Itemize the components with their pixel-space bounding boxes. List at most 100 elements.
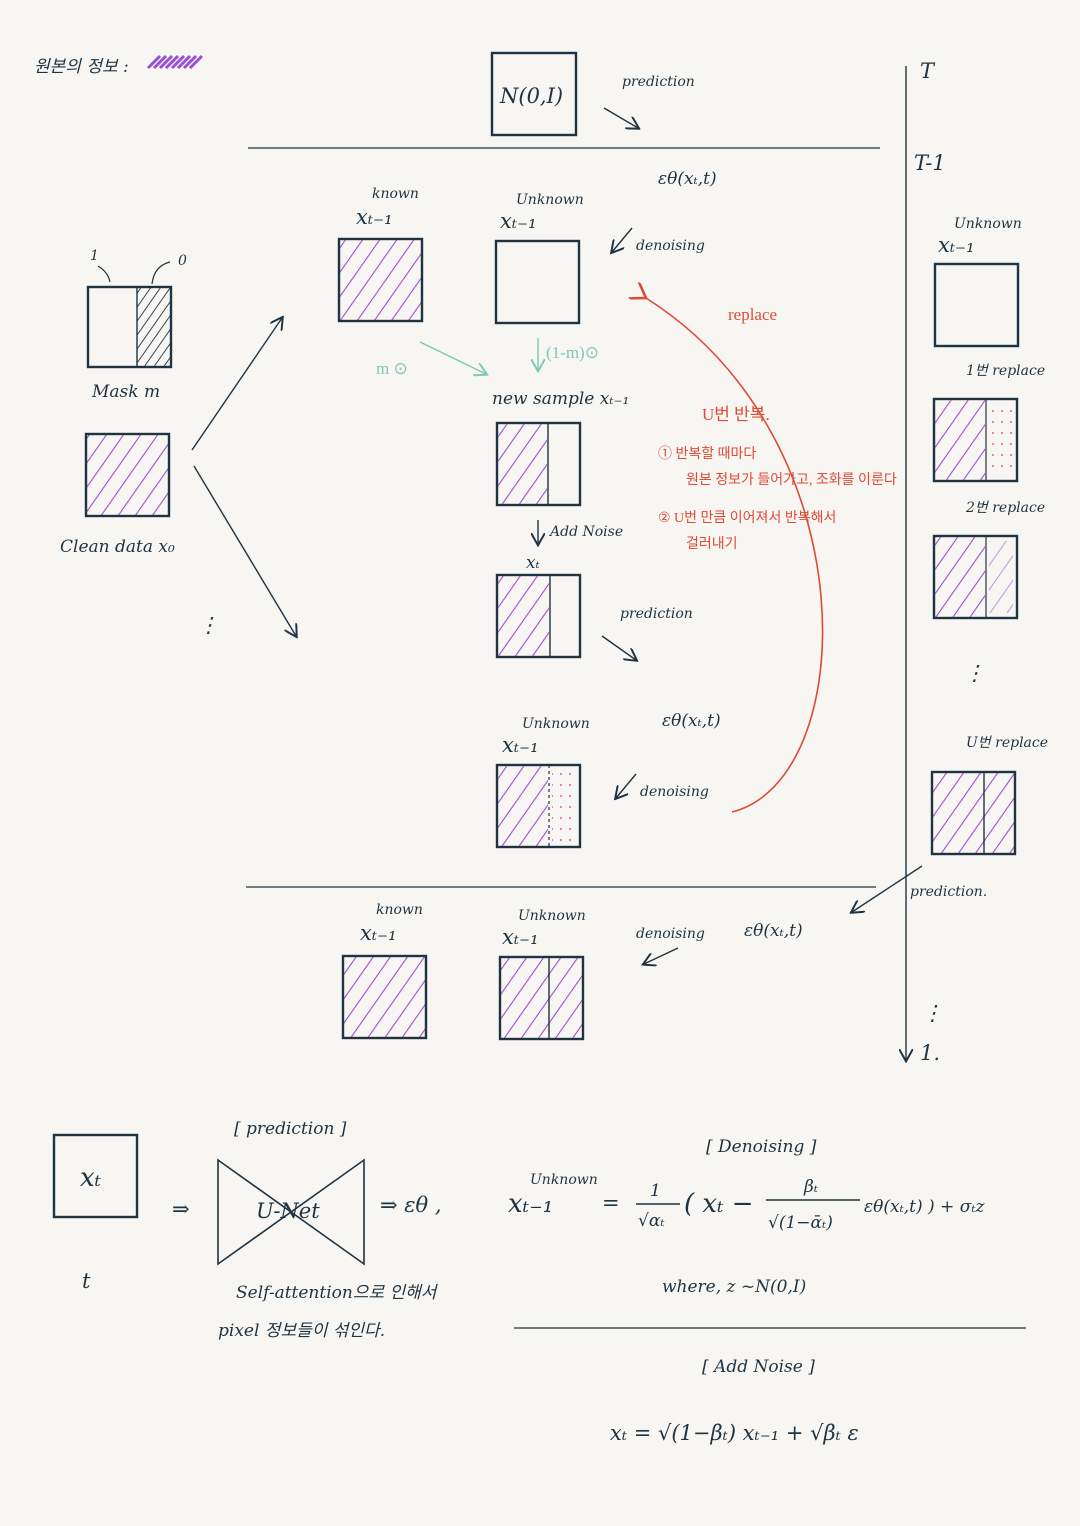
right-x-label: xₜ₋₁ [938,233,975,257]
repeat-note-1: ① 반복할 때마다 [658,446,756,462]
formula-frac-num: 1 [650,1181,661,1201]
prediction-bracket-label: [ prediction ] [234,1119,347,1139]
formula-t-label: t [82,1269,91,1293]
bottom-known-label: known [376,902,423,918]
mask-box [86,285,173,369]
denoised-noise-dots [552,770,576,842]
mask-one-label: 1 [90,248,99,264]
new-sample-hatch [498,424,547,504]
known-label: known [372,186,419,202]
unknown-x-label: xₜ₋₁ [500,209,537,233]
formula-eps-tail: εθ(xₜ,t) ) + σₜz [864,1197,986,1217]
formula-lhs: xₜ₋₁ [508,1189,553,1219]
m-op-arrow [419,341,486,374]
formula-frac-den: √αₜ [638,1211,665,1231]
timeline-dots: ⋮ [922,1001,943,1025]
mask-zero-pointer [151,261,171,285]
formula-arrow-2: ⇒ εθ , [380,1193,442,1217]
noise-box-label: N(0,I) [499,84,563,108]
new-sample-label: new sample xₜ₋₁ [492,389,629,409]
bottom-result-box [498,955,585,1041]
mask-zero-label: 0 [178,253,187,269]
mask-hatch [137,288,170,366]
denoising-arrow-1 [612,227,633,252]
bottom-unknown-x: xₜ₋₁ [502,925,539,949]
replace-u-label: U번 replace [966,735,1048,751]
add-noise-bracket-label: [ Add Noise ] [702,1357,815,1377]
formula-where: where, z ~N(0,I) [662,1277,806,1297]
formula-xt-box [52,1133,139,1219]
branch-arrow-up [191,318,282,451]
add-noise-label: Add Noise [548,524,623,540]
bottom-denoising-arrow [644,947,679,964]
replace-1-hatch [935,400,985,480]
denoising-label-2: denoising [640,784,709,800]
add-noise-equation: xₜ = √(1−βₜ) xₜ₋₁ + √βₜ ε [610,1421,859,1445]
self-attention-note-2: pixel 정보들이 섞인다. [218,1321,385,1341]
clean-data-label: Clean data x₀ [60,537,175,557]
new-sample-box [495,421,582,507]
denoised-hatch [498,766,548,846]
formula-inner-x: ( xₜ − [684,1189,754,1219]
denoising-arrow-2 [616,773,637,798]
replace-2-label: 2번 replace [965,500,1045,516]
time-1: 1. [920,1041,940,1065]
right-unknown-label: Unknown [954,216,1022,232]
repeat-note-2: 원본 정보가 들어가고, 조화를 이룬다 [686,472,897,488]
m-op-label: m ⊙ [376,359,408,378]
left-dots: ⋮ [198,613,219,637]
final-prediction-arrow [852,865,923,912]
mid-prediction-label: prediction [620,606,693,622]
known-box [337,237,424,323]
final-prediction-label: prediction. [910,884,987,900]
x-t-box [495,573,582,659]
denoising-label-1: denoising [636,238,705,254]
right-dots: ⋮ [964,661,985,685]
repeat-title: U번 반복. [702,405,770,424]
x-t-hatch [498,576,549,656]
formula-beta-den: √(1−ᾱₜ) [768,1213,833,1233]
mid-prediction-arrow [601,635,636,660]
time-T-minus-1: T-1 [914,151,946,175]
top-prediction-label: prediction [622,74,695,90]
bottom-denoising-label: denoising [636,926,705,942]
x-t-label: xₜ [526,553,541,573]
unet-label: U-Net [256,1199,320,1223]
self-attention-note-1: Self-attention으로 인해서 [236,1283,439,1303]
unet-shape [217,1158,365,1266]
bottom-unknown-label: Unknown [518,908,586,924]
legend-label: 원본의 정보 : [34,57,129,77]
noise-box [490,51,578,137]
unknown-box [494,239,581,325]
one-minus-m-label: (1-m)⊙ [546,343,599,362]
replace-2-box [932,534,1019,620]
denoising-bracket-label: [ Denoising ] [706,1137,817,1157]
time-T: T [920,59,936,83]
replace-2-partial [989,541,1013,613]
right-unknown-box [933,262,1020,348]
formula-unknown-label: Unknown [530,1172,598,1188]
repeat-note-4: 걸러내기 [686,536,738,552]
replace-1-label: 1번 replace [966,363,1045,379]
bottom-eps-label: εθ(xₜ,t) [744,921,803,941]
bottom-known-box [341,954,428,1040]
formula-arrow-1: ⇒ [172,1197,190,1221]
branch-arrow-down [193,465,296,636]
replace-2-hatch [935,537,985,617]
mask-label: Mask m [91,382,160,402]
bottom-known-x: xₜ₋₁ [360,921,397,945]
legend-swatch [146,54,204,70]
known-x-label: xₜ₋₁ [356,205,393,229]
unknown2-x-label: xₜ₋₁ [502,733,539,757]
replace-1-box [932,397,1019,483]
replace-loop-arrow [646,298,824,813]
eps-label-2: εθ(xₜ,t) [662,711,721,731]
mask-one-pointer [97,265,111,283]
denoised-box [495,763,582,849]
unknown2-label: Unknown [522,716,590,732]
formula-xt-label: xₜ [80,1163,102,1193]
repeat-note-3: ② U번 만큼 이어져서 반복해서 [658,510,836,526]
eps-label-1: εθ(xₜ,t) [658,169,717,189]
replace-label: replace [728,305,777,324]
